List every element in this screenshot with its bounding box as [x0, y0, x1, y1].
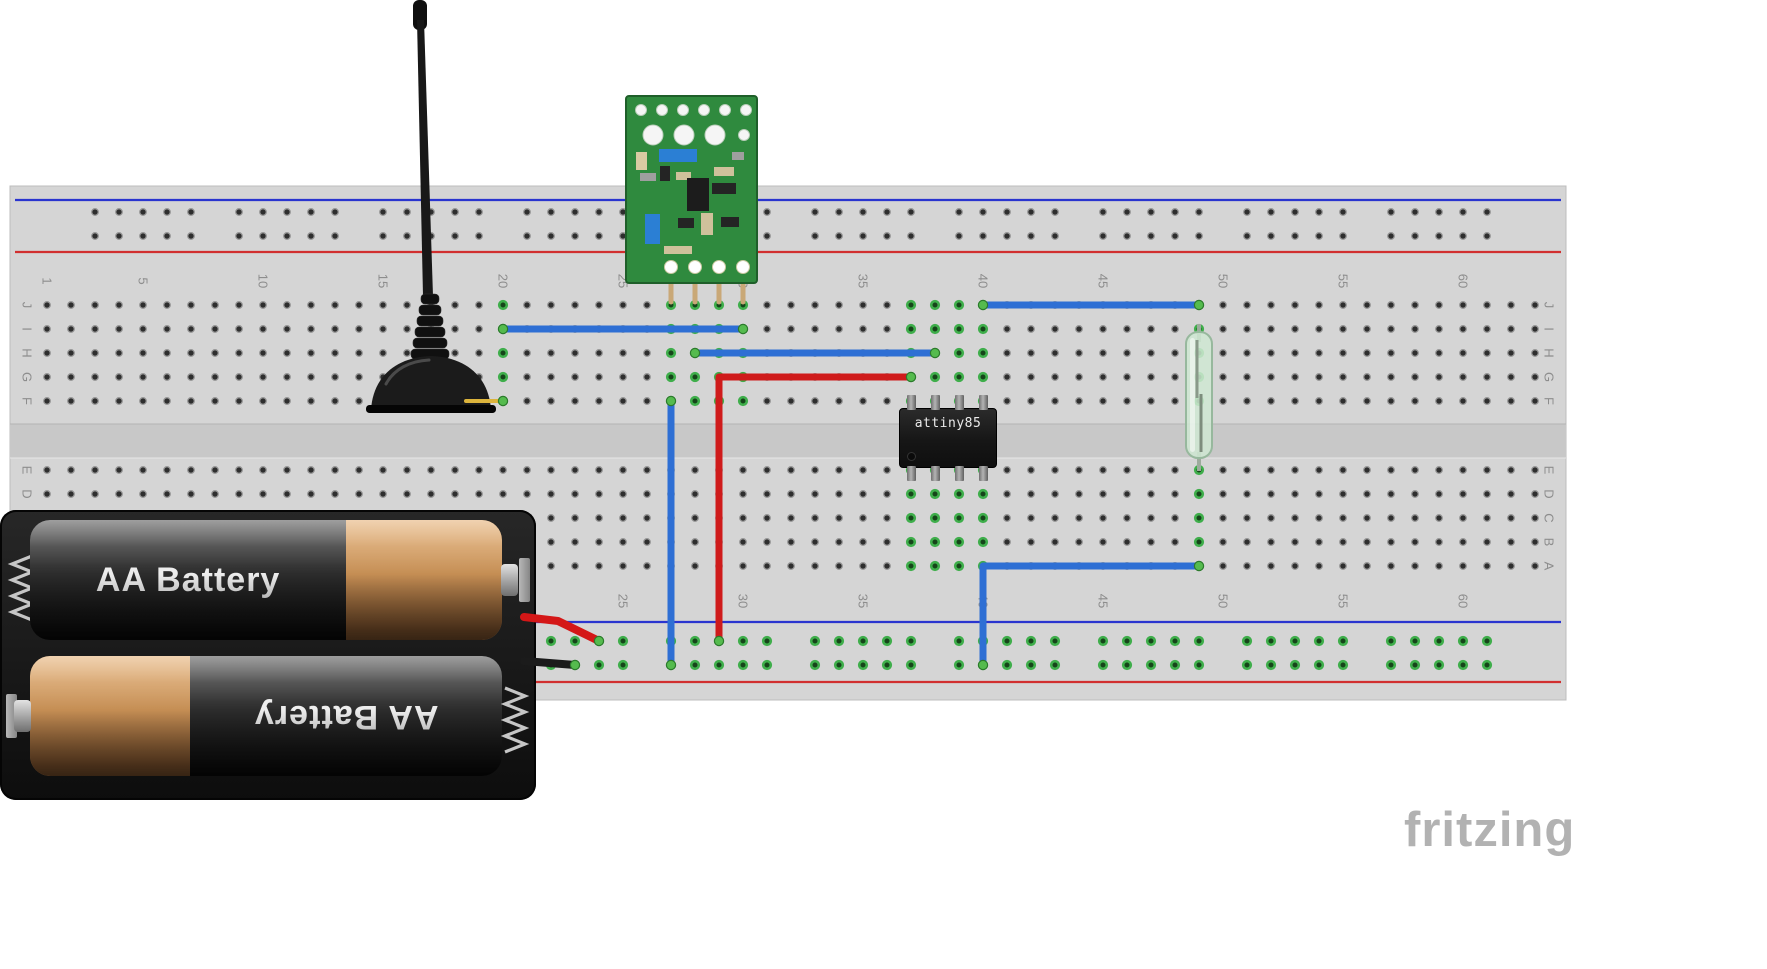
wire-connector	[497, 395, 509, 407]
svg-text:A: A	[1542, 562, 1557, 571]
wire-connector	[977, 299, 989, 311]
wire-connector	[977, 659, 989, 671]
svg-text:I: I	[20, 327, 35, 331]
svg-text:40: 40	[976, 274, 991, 288]
battery-positive-tip	[501, 564, 518, 596]
wire-connector	[593, 635, 605, 647]
svg-text:45: 45	[1096, 594, 1111, 608]
svg-text:55: 55	[1336, 274, 1351, 288]
chip-pin	[907, 466, 916, 481]
svg-text:C: C	[1542, 513, 1557, 522]
battery-spring-icon	[501, 686, 530, 754]
antenna[interactable]	[366, 0, 496, 413]
svg-text:40: 40	[976, 594, 991, 608]
battery-body: AA Battery	[30, 520, 347, 640]
aa-battery-top: AA Battery	[30, 520, 502, 640]
svg-text:45: 45	[1096, 274, 1111, 288]
svg-text:G: G	[1542, 372, 1557, 382]
battery-label-top: AA Battery	[95, 560, 281, 599]
wire-connector	[1193, 299, 1205, 311]
svg-text:55: 55	[1336, 594, 1351, 608]
svg-text:D: D	[20, 489, 35, 498]
svg-text:30: 30	[736, 274, 751, 288]
svg-text:25: 25	[616, 274, 631, 288]
rf-module-pads	[664, 260, 750, 274]
wire-connector	[569, 659, 581, 671]
chip-pin	[979, 466, 988, 481]
svg-text:15: 15	[376, 274, 391, 288]
svg-text:35: 35	[856, 274, 871, 288]
svg-text:J: J	[20, 302, 35, 309]
fritzing-logo: fritzing	[1404, 803, 1576, 857]
rf-transmitter-module[interactable]	[625, 95, 758, 305]
battery-positive-tip	[14, 700, 31, 732]
svg-text:50: 50	[1216, 274, 1231, 288]
chip-pin	[907, 395, 916, 410]
wire-connector	[665, 395, 677, 407]
battery-body: AA Battery	[190, 656, 502, 776]
svg-text:25: 25	[616, 594, 631, 608]
battery-holder[interactable]: AA Battery AA Battery	[0, 510, 536, 800]
svg-text:H: H	[1542, 348, 1557, 357]
chip-pin	[955, 466, 964, 481]
wire-connector	[689, 347, 701, 359]
wire-connector	[737, 323, 749, 335]
chip-pin	[955, 395, 964, 410]
svg-text:G: G	[20, 372, 35, 382]
battery-contact	[6, 694, 17, 738]
svg-text:60: 60	[1456, 594, 1471, 608]
rf-module-pins	[668, 270, 746, 305]
wire-blue-bottom[interactable]	[979, 562, 1203, 669]
wire-connector	[713, 635, 725, 647]
svg-text:1: 1	[40, 277, 55, 284]
svg-text:20: 20	[496, 274, 511, 288]
svg-text:10: 10	[256, 274, 271, 288]
rf-module-holes	[635, 104, 752, 146]
svg-text:5: 5	[136, 277, 151, 284]
wire-connector	[497, 323, 509, 335]
aa-battery-bottom: AA Battery	[30, 656, 502, 776]
battery-tan-section	[30, 656, 191, 776]
svg-text:F: F	[1542, 397, 1557, 405]
wire-connector	[929, 347, 941, 359]
pin1-notch-icon	[908, 453, 915, 460]
svg-text:B: B	[1542, 538, 1557, 547]
battery-contact	[519, 558, 530, 602]
svg-text:60: 60	[1456, 274, 1471, 288]
battery-label-bottom: AA Battery	[254, 697, 439, 736]
svg-text:30: 30	[736, 594, 751, 608]
reed-switch[interactable]	[1185, 324, 1213, 471]
svg-text:E: E	[20, 466, 35, 475]
svg-text:J: J	[1542, 302, 1557, 309]
svg-text:E: E	[1542, 466, 1557, 475]
svg-text:35: 35	[856, 594, 871, 608]
svg-text:F: F	[20, 397, 35, 405]
svg-text:D: D	[1542, 489, 1557, 498]
wire-connector	[665, 659, 677, 671]
chip-pin	[979, 395, 988, 410]
attiny85-chip[interactable]: attiny85	[899, 395, 997, 481]
svg-text:I: I	[1542, 327, 1557, 331]
rf-module-parts	[636, 149, 744, 254]
svg-text:50: 50	[1216, 594, 1231, 608]
wire-red-signal[interactable]	[715, 373, 915, 645]
chip-pin	[931, 395, 940, 410]
wire-connector	[905, 371, 917, 383]
battery-tan-section	[346, 520, 502, 640]
svg-text:H: H	[20, 348, 35, 357]
wire-connector	[1193, 560, 1205, 572]
attiny85-label: attiny85	[914, 416, 982, 431]
chip-pin	[931, 466, 940, 481]
